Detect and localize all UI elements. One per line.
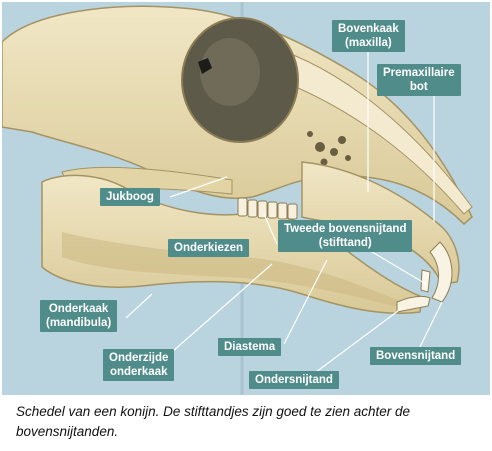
label-jukboog: Jukboog: [100, 188, 160, 206]
orbit-inner: [200, 38, 260, 106]
label-diastema: Diastema: [218, 338, 282, 356]
label-tweede-bovensnijtand: Tweede bovensnijtand (stifttand): [278, 220, 413, 252]
skull-figure: Bovenkaak (maxilla) Premaxillaire bot Ju…: [2, 2, 490, 395]
label-bovensnijtand: Bovensnijtand: [370, 347, 462, 365]
label-onderkaak: Onderkaak (mandibula): [40, 300, 118, 332]
label-ondersnijtand: Ondersnijtand: [249, 371, 339, 389]
label-onderzijde-onderkaak: Onderzijde onderkaak: [103, 349, 175, 381]
figure-caption: Schedel van een konijn. De stifttandjes …: [16, 404, 410, 439]
peg-tooth: [420, 269, 431, 293]
leader-lines: [125, 52, 443, 379]
maxilla-fenestration: [307, 131, 351, 166]
label-onderkiezen: Onderkiezen: [168, 239, 250, 257]
label-bovenkaak: Bovenkaak (maxilla): [332, 20, 405, 52]
nasal-bone: [251, 41, 473, 215]
lower-incisor: [396, 295, 431, 313]
mandible-shadow: [62, 232, 402, 308]
cheek-teeth: [237, 197, 298, 220]
label-premaxillaire-bot: Premaxillaire bot: [377, 64, 461, 96]
optic-foramen: [198, 58, 212, 74]
skull-illustration: [2, 2, 473, 395]
upper-incisor: [429, 241, 453, 303]
